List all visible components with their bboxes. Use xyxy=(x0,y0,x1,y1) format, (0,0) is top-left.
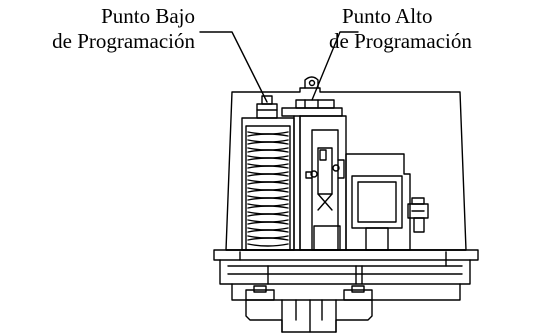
pressure-fitting xyxy=(231,283,461,333)
base-flange xyxy=(213,249,479,285)
high-setpoint-label: Punto Alto de Programación xyxy=(329,4,472,54)
contact-block xyxy=(345,153,429,251)
range-spring xyxy=(241,95,295,251)
high-setpoint-label-line2: de Programación xyxy=(329,29,472,53)
high-setpoint-label-line1: Punto Alto xyxy=(342,4,433,28)
high-setpoint-adjuster xyxy=(281,99,347,251)
low-setpoint-label-line1: Punto Bajo xyxy=(101,4,195,28)
low-setpoint-label: Punto Bajo de Programación xyxy=(52,4,195,54)
high-setpoint-leader xyxy=(311,31,359,101)
leader-lines xyxy=(199,31,359,103)
switch-mechanism xyxy=(305,129,345,251)
low-setpoint-label-line2: de Programación xyxy=(52,29,195,53)
low-setpoint-leader xyxy=(199,31,268,103)
